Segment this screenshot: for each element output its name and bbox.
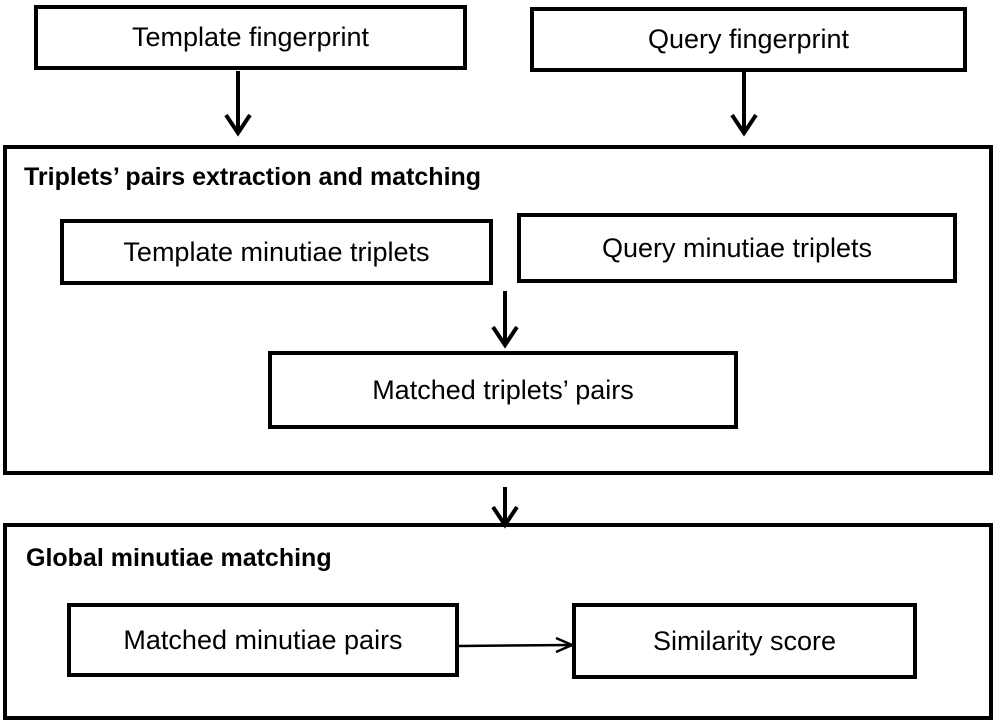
arrow-to-similarity <box>458 643 571 648</box>
template-triplets-label: Template minutiae triplets <box>123 236 430 267</box>
template-triplets-box: Template minutiae triplets <box>60 219 493 285</box>
template-fingerprint-label: Template fingerprint <box>131 22 370 52</box>
arrow-template-down-head <box>224 113 252 137</box>
query-triplets-box: Query minutiae triplets <box>517 213 957 283</box>
similarity-score-label: Similarity score <box>652 625 837 656</box>
arrow-query-down-head <box>730 113 758 137</box>
query-fingerprint-label: Query fingerprint <box>647 24 850 54</box>
template-fingerprint-box: Template fingerprint <box>34 5 467 70</box>
matched-triplets-box: Matched triplets’ pairs <box>268 351 738 429</box>
query-triplets-label: Query minutiae triplets <box>601 232 873 263</box>
matched-minutiae-box: Matched minutiae pairs <box>67 603 459 677</box>
matched-minutiae-label: Matched minutiae pairs <box>123 624 403 655</box>
global-section-title: Global minutiae matching <box>26 544 332 572</box>
arrow-triplets-down-head <box>491 325 519 349</box>
triplets-section-title: Triplets’ pairs extraction and matching <box>24 163 482 191</box>
arrow-to-similarity-head <box>555 636 576 654</box>
similarity-score-box: Similarity score <box>572 603 917 679</box>
query-fingerprint-box: Query fingerprint <box>530 7 967 72</box>
arrow-section-down-head <box>491 505 519 529</box>
matched-triplets-label: Matched triplets’ pairs <box>372 374 634 405</box>
